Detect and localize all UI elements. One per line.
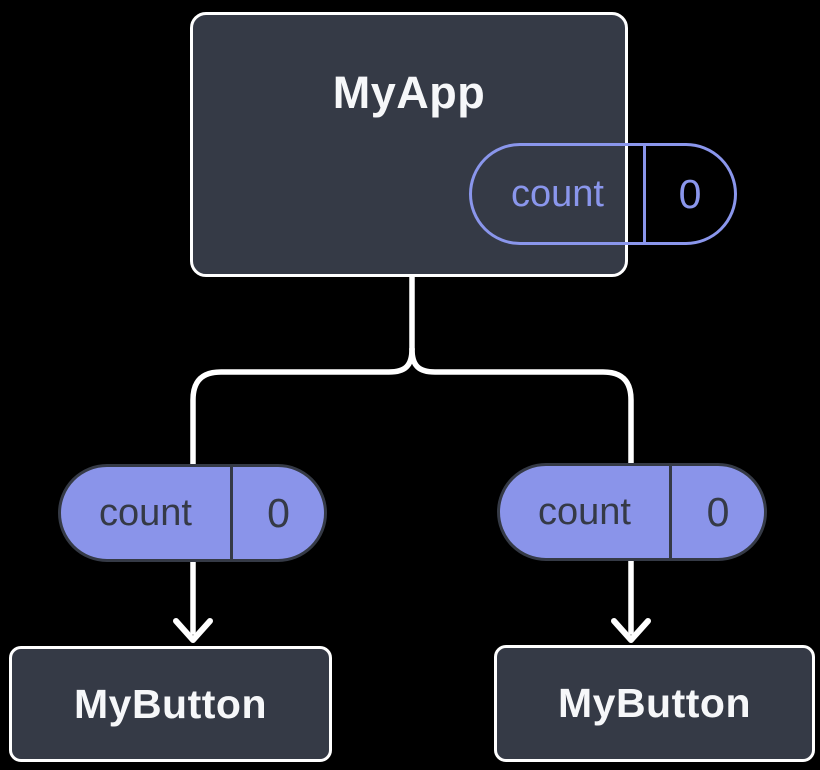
left-prop-pill: count 0 bbox=[58, 464, 327, 562]
root-component-node: MyApp count 0 bbox=[190, 12, 737, 277]
root-component-title: MyApp bbox=[332, 67, 486, 118]
right-arrowhead-icon bbox=[611, 618, 651, 643]
right-prop-pill: count 0 bbox=[497, 463, 767, 561]
right-child-component-node: MyButton bbox=[494, 645, 815, 762]
root-state-pill: count 0 bbox=[469, 143, 737, 245]
prop-name-label: count bbox=[500, 466, 672, 558]
connector-left-branch bbox=[190, 346, 415, 635]
state-value-label: 0 bbox=[678, 170, 702, 217]
prop-value-label: 0 bbox=[706, 488, 730, 535]
prop-name-label: count bbox=[61, 467, 233, 559]
connector-right-branch bbox=[409, 346, 634, 635]
child-component-title: MyButton bbox=[557, 680, 751, 726]
prop-value-label: 0 bbox=[267, 489, 290, 536]
state-name-label: count bbox=[472, 146, 646, 242]
left-child-component-node: MyButton bbox=[9, 646, 332, 762]
left-arrowhead-icon bbox=[173, 618, 213, 643]
child-component-title: MyButton bbox=[73, 680, 267, 727]
